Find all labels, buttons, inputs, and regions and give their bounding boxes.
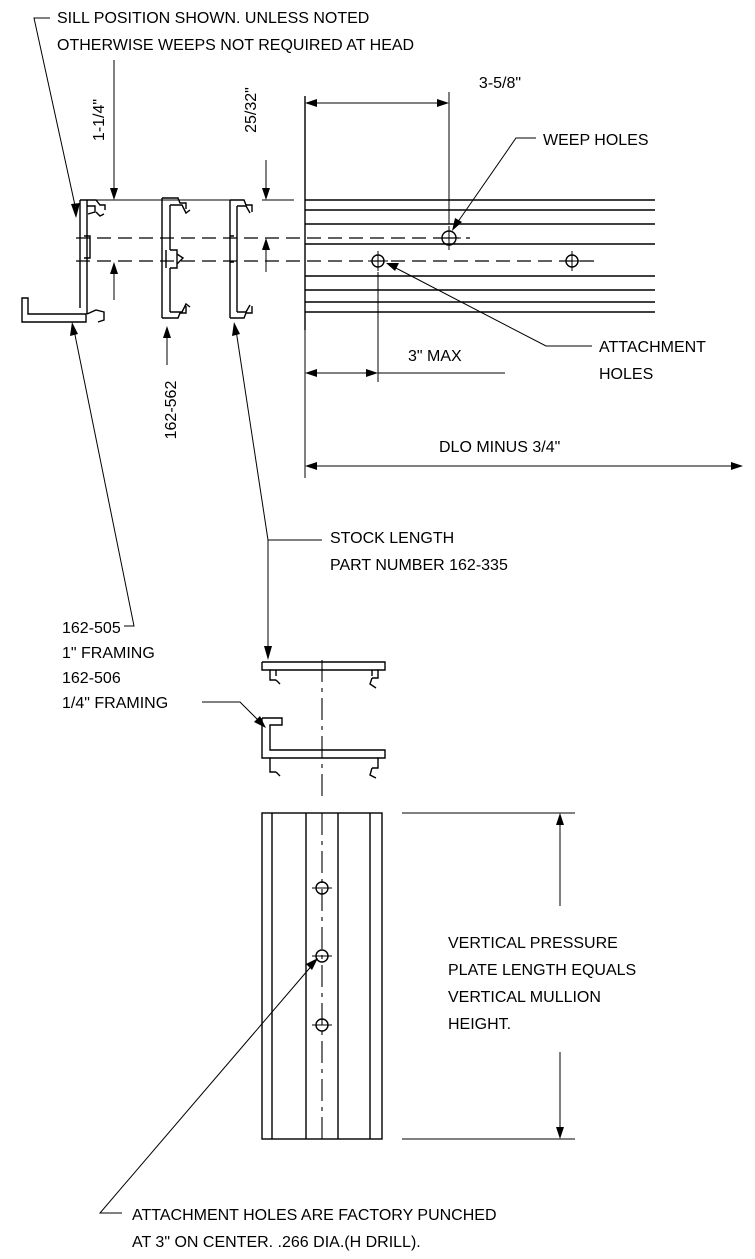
label-162-562: 162-562 bbox=[163, 326, 180, 439]
weep-holes-label: WEEP HOLES bbox=[543, 132, 649, 149]
profile-162-505-section bbox=[21, 199, 106, 323]
vertical-plate-note: VERTICAL PRESSURE PLATE LENGTH EQUALS VE… bbox=[448, 935, 636, 1033]
vertical-note-line-4: HEIGHT. bbox=[448, 1016, 511, 1033]
vertical-note-line-2: PLATE LENGTH EQUALS bbox=[448, 962, 636, 979]
stock-note-line-2: PART NUMBER 162-335 bbox=[330, 557, 508, 574]
weep-holes-callout: WEEP HOLES bbox=[452, 132, 649, 231]
sill-note-leader bbox=[33, 17, 77, 211]
attachment-holes-callout: ATTACHMENT HOLES bbox=[386, 263, 706, 383]
punched-note-line-1: ATTACHMENT HOLES ARE FACTORY PUNCHED bbox=[132, 1207, 497, 1224]
profile-162-335-elevation bbox=[261, 661, 386, 689]
profile-162-562-section bbox=[161, 197, 191, 319]
pressure-plate-plan-view bbox=[304, 96, 655, 330]
profile-162-335-section bbox=[229, 199, 253, 319]
vertical-pressure-plate-elevation bbox=[261, 812, 383, 1140]
sill-position-note: SILL POSITION SHOWN. UNLESS NOTED OTHERW… bbox=[33, 10, 414, 218]
framing-note-line-3: 162-506 bbox=[62, 670, 121, 687]
framing-note: 162-505 1" FRAMING 162-506 1/4" FRAMING bbox=[62, 322, 266, 728]
dim-1-1-4-label: 1-1/4" bbox=[91, 99, 108, 141]
sill-note-line-2: OTHERWISE WEEPS NOT REQUIRED AT HEAD bbox=[57, 37, 414, 54]
dimension-dlo: DLO MINUS 3/4" bbox=[304, 330, 743, 478]
stock-length-note: STOCK LENGTH PART NUMBER 162-335 bbox=[232, 322, 508, 660]
dimension-3-max: 3" MAX bbox=[305, 272, 505, 382]
factory-punched-note: ATTACHMENT HOLES ARE FACTORY PUNCHED AT … bbox=[98, 958, 497, 1251]
punched-note-line-2: AT 3" ON CENTER. .266 DIA.(H DRILL). bbox=[132, 1234, 421, 1251]
attachment-label-1: ATTACHMENT bbox=[599, 339, 706, 356]
sill-note-arrowhead bbox=[71, 203, 80, 218]
dimension-1-1-4: 1-1/4" bbox=[91, 60, 118, 300]
dim-dlo-label: DLO MINUS 3/4" bbox=[439, 439, 560, 456]
framing-note-line-4: 1/4" FRAMING bbox=[62, 695, 168, 712]
dim-3-max-label: 3" MAX bbox=[408, 348, 462, 365]
dimension-vertical-height bbox=[402, 812, 575, 1140]
stock-note-line-1: STOCK LENGTH bbox=[330, 530, 454, 547]
dimension-3-5-8: 3-5/8" bbox=[305, 75, 521, 224]
dim-3-5-8-label: 3-5/8" bbox=[479, 75, 521, 92]
profile-162-506-elevation bbox=[261, 717, 386, 779]
framing-note-line-2: 1" FRAMING bbox=[62, 645, 155, 662]
sill-note-line-1: SILL POSITION SHOWN. UNLESS NOTED bbox=[57, 10, 369, 27]
attachment-label-2: HOLES bbox=[599, 366, 653, 383]
label-162-562-text: 162-562 bbox=[163, 381, 180, 440]
framing-note-line-1: 162-505 bbox=[62, 620, 121, 637]
dimension-25-32: 25/32" bbox=[243, 87, 270, 272]
vertical-note-line-3: VERTICAL MULLION bbox=[448, 989, 601, 1006]
dim-25-32-label: 25/32" bbox=[243, 87, 260, 133]
vertical-note-line-1: VERTICAL PRESSURE bbox=[448, 935, 618, 952]
